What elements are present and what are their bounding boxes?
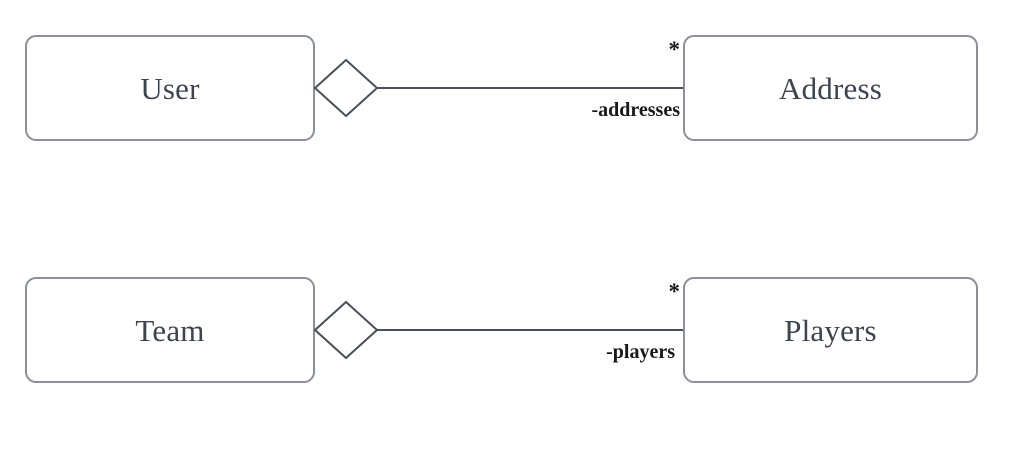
class-name-user: User <box>140 70 200 106</box>
class-box-players[interactable]: Players <box>683 277 978 383</box>
class-name-team: Team <box>135 312 205 348</box>
class-name-address: Address <box>779 70 882 106</box>
aggregation-diamond-icon <box>313 300 379 360</box>
aggregation-diamond-icon <box>313 58 379 118</box>
role-label-addresses: -addresses <box>591 99 680 121</box>
class-name-players: Players <box>784 312 877 348</box>
class-box-user[interactable]: User <box>25 35 315 141</box>
role-label-players: -players <box>606 341 675 363</box>
multiplicity-addresses: * <box>668 37 681 62</box>
multiplicity-players: * <box>668 279 681 304</box>
class-box-team[interactable]: Team <box>25 277 315 383</box>
class-box-address[interactable]: Address <box>683 35 978 141</box>
